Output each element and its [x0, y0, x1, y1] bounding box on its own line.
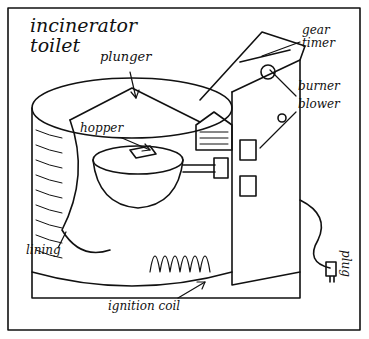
gear-timer-dial — [261, 65, 275, 79]
hopper-bowl — [93, 146, 183, 174]
plug-cord — [300, 200, 330, 268]
duct — [183, 165, 215, 172]
part-label: hopper — [80, 122, 123, 135]
part-label: plug — [339, 250, 352, 277]
part-label: gear timer — [302, 24, 352, 49]
part-label: burner — [298, 80, 340, 93]
housing — [232, 60, 300, 285]
lining-stripes — [36, 130, 62, 258]
blower-box — [240, 140, 256, 160]
part-label: blower — [298, 98, 340, 111]
part-label: ignition coil — [108, 300, 180, 313]
control-box — [240, 176, 256, 196]
housing-top — [200, 32, 305, 100]
tank-rim — [32, 78, 232, 138]
hopper-body — [93, 160, 183, 208]
timer-slot — [240, 50, 290, 62]
tank-body — [32, 108, 232, 286]
leader-lines — [58, 42, 300, 298]
ignition-coil-drawing — [150, 256, 210, 272]
blower-knob — [278, 114, 286, 122]
frame — [8, 8, 360, 330]
lining-wall — [62, 120, 110, 253]
burner-box — [214, 158, 228, 178]
part-label: plunger — [100, 50, 151, 64]
vent-slats — [200, 132, 228, 144]
part-label: lining — [26, 244, 61, 257]
plug-drawing — [326, 262, 336, 282]
vent — [196, 112, 232, 150]
hopper-flap — [130, 146, 156, 158]
